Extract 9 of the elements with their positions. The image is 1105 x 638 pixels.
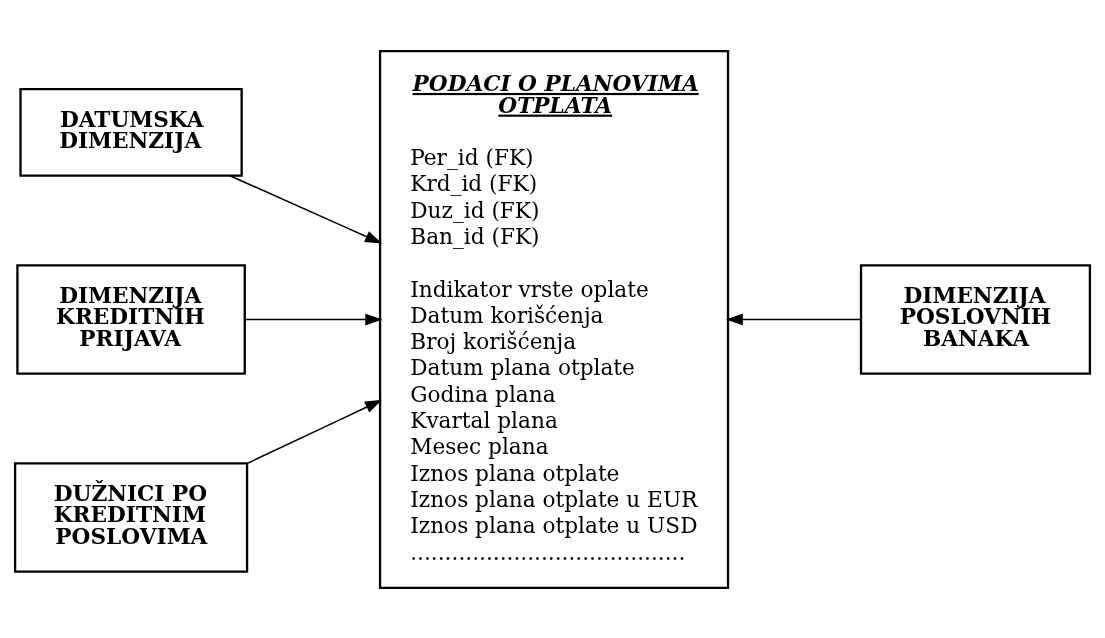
node-box: DATUMSKA DIMENZIJA bbox=[19, 87, 243, 177]
node-box: DIMENZIJA POSLOVNIH BANAKA bbox=[859, 263, 1092, 375]
node-box: PODACI O PLANOVIMA OTPLATA Per_id (FK) Krd_id (FK) Duz_id (FK) Ban_id (FK) Indikator vrste oplate Datum korišćenja Broj korišćenja Datum plana otplate Godina plana Kvartal plana Mesec plana Iznos plana otplate Iznos plana otplate u EUR Iznos plana otplate u USD ........................................ bbox=[378, 49, 730, 589]
arrow bbox=[725, 313, 862, 325]
node-box: DUŽNICI PO KREDITNIM POSLOVIMA bbox=[13, 461, 249, 573]
node-box: DIMENZIJA KREDITNIH PRIJAVA bbox=[16, 263, 246, 375]
arrow bbox=[246, 399, 383, 464]
arrow bbox=[229, 174, 383, 244]
arrow bbox=[244, 313, 383, 325]
